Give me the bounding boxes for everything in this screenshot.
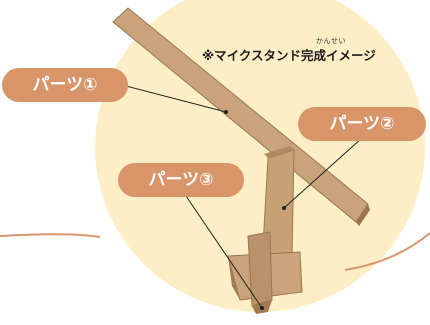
label-part-3: パーツ③	[118, 163, 244, 197]
label-part-2: パーツ②	[298, 107, 426, 141]
caption: かんせい ※マイクスタンド完成イメージ	[202, 36, 428, 66]
decor-curve-right	[344, 232, 430, 271]
leader-line-part-3	[185, 195, 263, 309]
leader-dot-part-1	[224, 110, 228, 114]
label-part-1: パーツ①	[2, 68, 128, 102]
leader-dot-part-3	[260, 306, 264, 310]
leader-line-part-2	[283, 137, 363, 209]
leader-line-part-1	[125, 85, 227, 113]
decor-curve-left	[0, 233, 101, 238]
caption-ruby: かんせい	[316, 37, 346, 45]
part-3-base	[227, 231, 303, 314]
leader-dot-part-2	[282, 206, 286, 210]
caption-text: ※マイクスタンド完成イメージ	[202, 48, 376, 63]
